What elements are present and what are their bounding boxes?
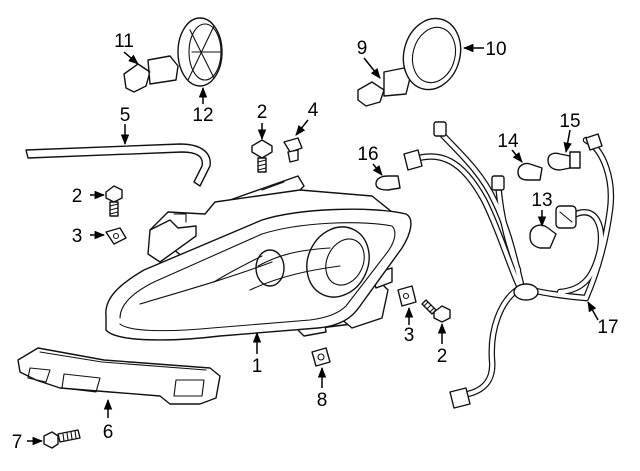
lower-bracket xyxy=(17,347,221,405)
screw-2-left xyxy=(105,185,123,217)
callout-7: 7 xyxy=(12,432,23,453)
seal-10 xyxy=(402,17,462,91)
bulb-14 xyxy=(517,162,543,181)
bulb-11 xyxy=(123,55,179,93)
screw-2-right xyxy=(421,299,451,323)
callout-5: 5 xyxy=(120,105,131,126)
callout-16: 16 xyxy=(357,144,378,165)
callout-3-left: 3 xyxy=(72,226,83,247)
bulb-15 xyxy=(547,151,581,171)
callout-1: 1 xyxy=(252,356,263,377)
leader-16 xyxy=(372,163,383,176)
push-clip-4 xyxy=(283,137,303,163)
callout-14: 14 xyxy=(497,131,519,152)
callout-17: 17 xyxy=(597,317,618,338)
callout-4: 4 xyxy=(308,100,319,121)
screw-2-top xyxy=(251,139,273,173)
callout-12: 12 xyxy=(192,105,213,126)
leader-9 xyxy=(363,57,381,79)
bolt-7 xyxy=(43,429,81,449)
leader-14 xyxy=(511,149,523,163)
leader-4 xyxy=(295,119,309,136)
callout-8: 8 xyxy=(317,390,328,411)
bulb-13 xyxy=(529,205,577,249)
callout-11: 11 xyxy=(114,31,134,52)
callout-15: 15 xyxy=(559,111,580,132)
leader-15 xyxy=(563,129,572,154)
leader-lines xyxy=(27,43,599,446)
callout-13: 13 xyxy=(531,190,552,211)
callout-labels: 1 2 2 2 3 3 4 5 6 7 8 9 10 11 12 13 14 1… xyxy=(12,31,619,453)
bulb-9 xyxy=(357,67,411,107)
callout-3-right: 3 xyxy=(404,325,415,346)
callout-9: 9 xyxy=(357,38,368,59)
headlamp-assembly xyxy=(105,175,412,341)
leader-11 xyxy=(123,51,139,65)
wiring-harness xyxy=(403,121,615,409)
cover-12 xyxy=(177,17,223,87)
bulb-16 xyxy=(375,175,401,191)
leader-17 xyxy=(587,301,599,321)
nut-clip-8 xyxy=(311,347,331,367)
callout-2-left: 2 xyxy=(72,186,83,207)
callout-6: 6 xyxy=(103,422,114,443)
trim-strip xyxy=(25,143,211,187)
clip-3-right xyxy=(397,285,417,307)
clip-3-left xyxy=(105,227,127,245)
callout-10: 10 xyxy=(485,39,506,60)
callout-2-top: 2 xyxy=(257,102,268,123)
callout-2-right: 2 xyxy=(437,346,448,367)
